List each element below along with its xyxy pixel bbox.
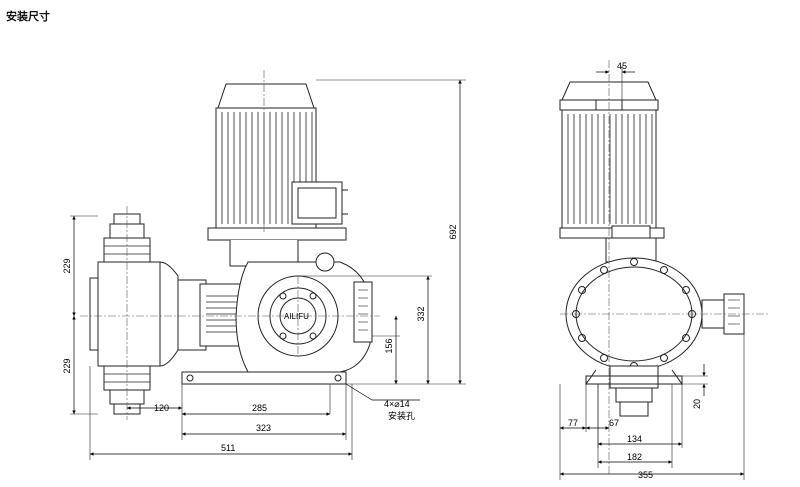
side-view [559,60,770,480]
dim-flange-height: 156 [384,338,394,353]
mount-hole-label: 安装孔 [388,410,415,421]
dim-side-base-span: 182 [627,452,642,462]
front-gearbox [159,252,373,385]
front-view [70,70,466,460]
front-extension-lines [70,79,466,460]
dim-total-height: 692 [448,224,458,239]
front-pump-head [89,213,161,415]
front-motor [207,83,348,267]
dim-front-foot-offset: 120 [154,403,169,413]
dim-side-foot-gap: 67 [609,418,619,428]
dim-front-height-upper: 229 [62,258,72,273]
mount-hole-spec: 4×⌀14 [384,399,410,409]
dim-side-base-height: 20 [692,399,702,409]
side-pump-head [565,257,745,417]
dim-side-top-offset: 45 [617,61,627,71]
brand-logo: AILIFU [284,312,309,321]
dim-front-base-span: 323 [256,423,271,433]
side-dimensions: 45 355 182 134 77 67 20 [560,61,744,480]
front-centerlines [80,70,380,420]
side-centerlines [560,60,770,476]
dim-side-bolt-span: 134 [627,434,642,444]
dim-front-bolt-span: 285 [252,403,267,413]
dim-side-foot-left: 77 [568,418,578,428]
front-dimensions: 511 323 285 120 229 229 692 332 156 [62,80,462,456]
dim-front-height-lower: 229 [62,358,72,373]
side-motor [559,81,665,263]
dim-side-width-total: 355 [638,470,653,480]
mount-note: 4×⌀14 安装孔 [384,399,415,421]
dim-axis-height: 332 [416,306,426,321]
side-extension-lines [559,66,745,480]
dim-front-width-total: 511 [221,443,235,453]
page-title: 安装尺寸 [6,11,50,23]
